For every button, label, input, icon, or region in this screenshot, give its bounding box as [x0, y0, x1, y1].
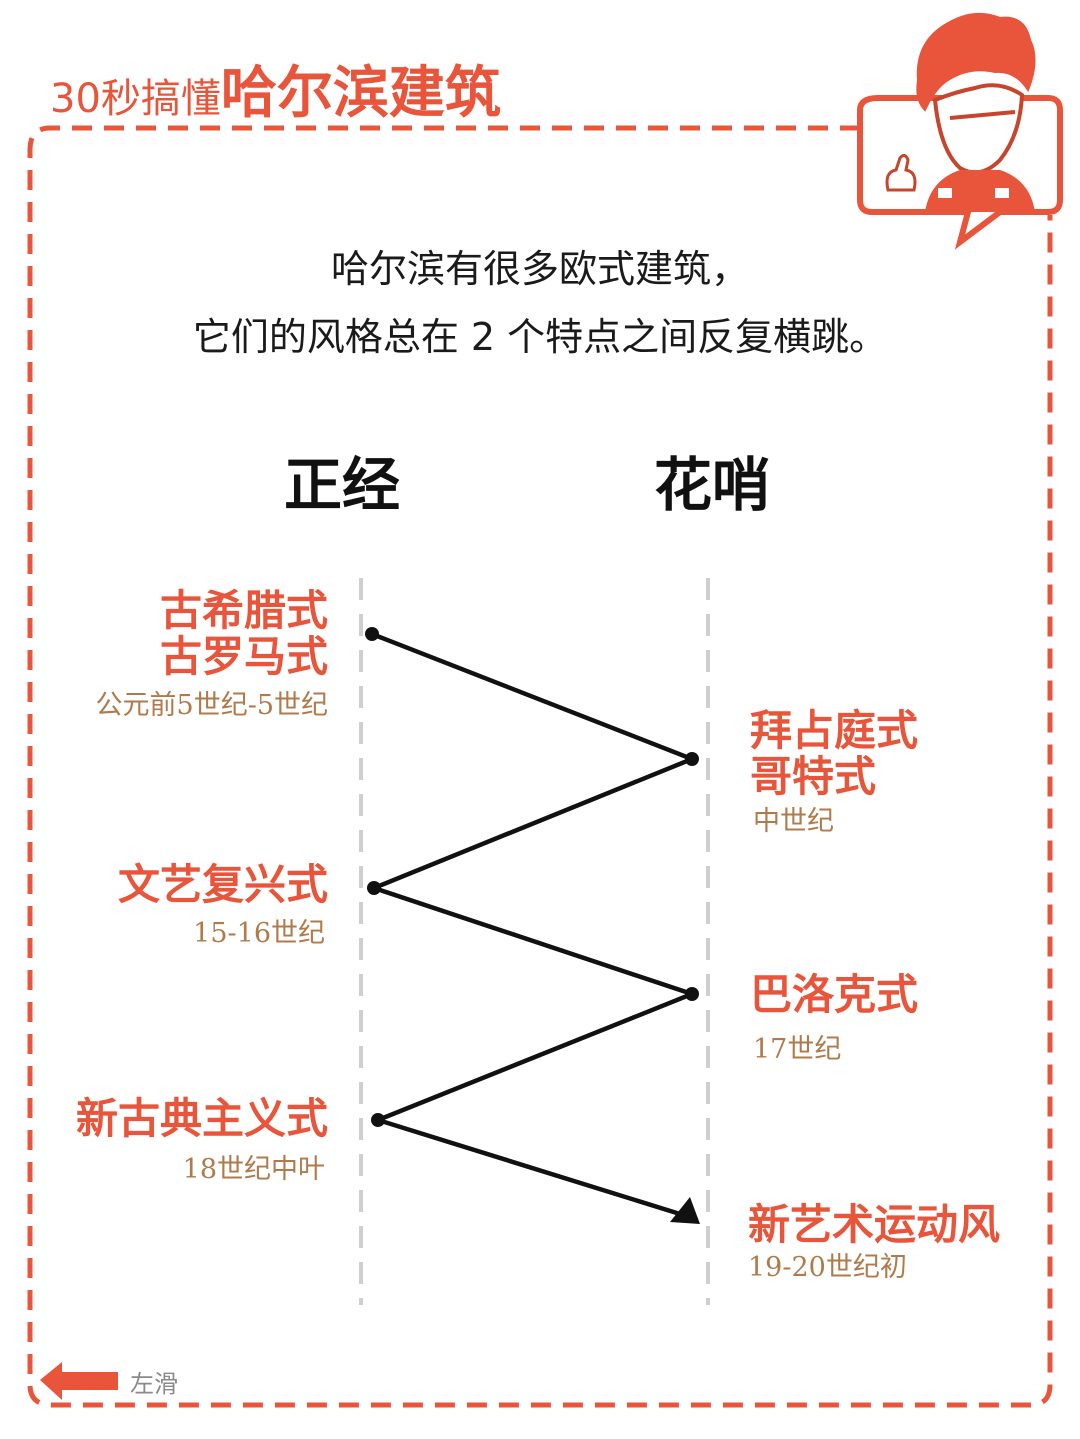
node-dot: [685, 987, 699, 1001]
style-name-neoclassical: 新古典主义式: [76, 1096, 328, 1142]
column-title-right: 花哨: [654, 456, 770, 514]
intro-line-1: 哈尔滨有很多欧式建筑，: [0, 250, 1080, 288]
style-period-baroque: 17世纪: [753, 1036, 841, 1063]
style-period-neoclassical: 18世纪中叶: [183, 1156, 325, 1183]
style-name-line: 拜占庭式: [750, 708, 918, 754]
style-name-line: 古罗马式: [160, 634, 328, 680]
style-name-greek-roman: 古希腊式 古罗马式: [160, 588, 328, 680]
intro-line-2: 它们的风格总在 2 个特点之间反复横跳。: [0, 318, 1080, 356]
swipe-hint-label[interactable]: 左滑: [130, 1364, 178, 1399]
style-name-line: 古希腊式: [160, 588, 328, 634]
style-name-byzantine-gothic: 拜占庭式 哥特式: [750, 708, 918, 800]
style-name-art-nouveau: 新艺术运动风: [748, 1202, 1000, 1248]
style-period-renaissance: 15-16世纪: [193, 920, 325, 947]
left-arrow-icon: [40, 1362, 118, 1400]
cartoon-man-in-speech-bubble-icon: [860, 14, 1060, 242]
column-title-left: 正经: [284, 456, 400, 514]
style-name-renaissance: 文艺复兴式: [118, 862, 328, 908]
style-period-art-nouveau: 19-20世纪初: [748, 1254, 907, 1281]
node-dot: [367, 881, 381, 895]
node-dot: [685, 752, 699, 766]
node-dot: [371, 1113, 385, 1127]
style-period-greek-roman: 公元前5世纪-5世纪: [96, 692, 328, 719]
style-period-byzantine-gothic: 中世纪: [753, 808, 834, 835]
zigzag-path: [372, 634, 692, 1214]
style-name-baroque: 巴洛克式: [750, 972, 918, 1018]
node-dot: [365, 627, 379, 641]
style-name-line: 哥特式: [750, 754, 918, 800]
